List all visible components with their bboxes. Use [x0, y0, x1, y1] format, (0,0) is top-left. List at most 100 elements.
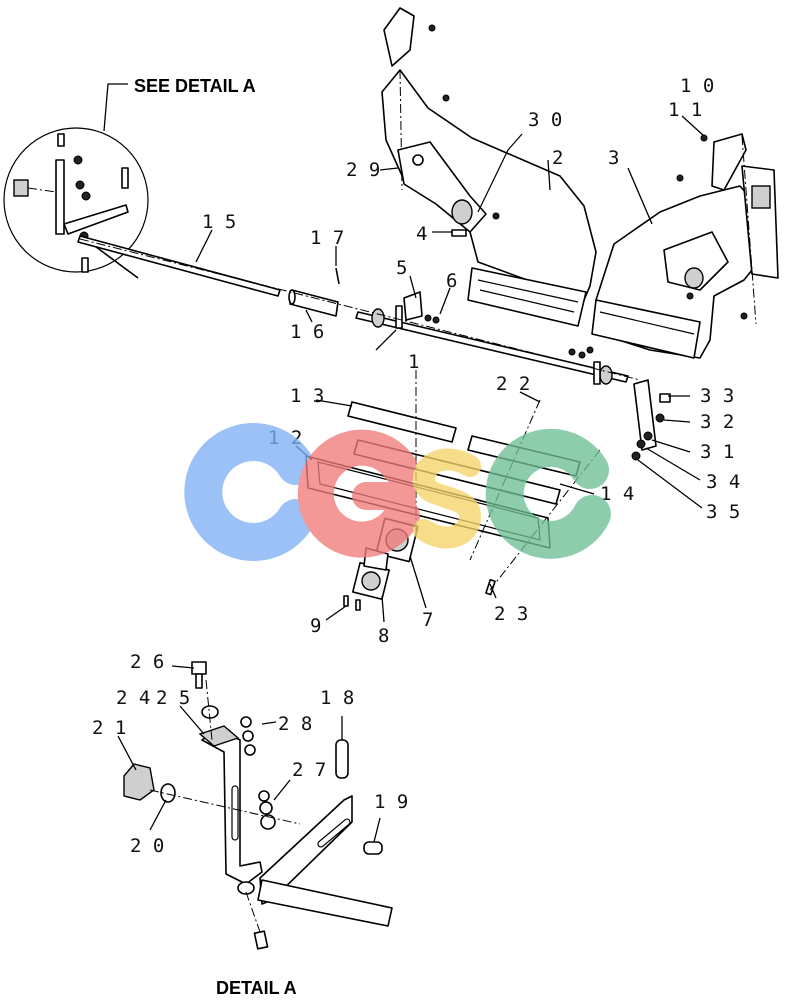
leader-32	[663, 419, 691, 423]
part-2-top-bracket	[383, 7, 415, 67]
part-1-bearing-right	[599, 365, 613, 385]
detail-centerline-3	[245, 891, 261, 933]
detail-centerline-1	[149, 789, 301, 825]
callout-30: 3 0	[528, 109, 562, 131]
leader-26	[171, 665, 195, 669]
callout-11: 1 1	[668, 99, 702, 121]
part-2-centerline	[399, 69, 403, 191]
leader-9	[325, 605, 347, 621]
hw-nut-r3	[686, 292, 694, 300]
part-31-plate	[633, 379, 657, 451]
leader-13	[315, 399, 353, 407]
hw-nut-top	[428, 24, 436, 32]
part-2-spout-edge-2	[479, 289, 575, 313]
leader-11	[681, 115, 705, 137]
part-27-washer-b	[259, 801, 273, 815]
leader-22	[519, 391, 541, 403]
part-9-screw-b	[355, 599, 361, 611]
callout-16: 1 6	[290, 321, 324, 343]
callout-18: 1 8	[320, 687, 354, 709]
callout-17: 1 7	[310, 227, 344, 249]
part-3-centerline	[741, 135, 757, 325]
hw-nut-mid	[442, 94, 450, 102]
leader-16	[305, 309, 313, 323]
part-1-flange-left	[395, 305, 403, 329]
detail-heading: DETAIL A	[216, 978, 297, 998]
callout-6: 6	[446, 270, 457, 292]
part-3-drive	[663, 231, 729, 291]
part-29-gear	[451, 199, 473, 225]
part-6-nut-b	[432, 316, 440, 324]
callout-24: 2 4	[116, 687, 150, 709]
part-2-housing	[381, 7, 597, 327]
leader-28	[261, 721, 277, 725]
part-3-housing	[591, 133, 779, 359]
leader-31	[651, 439, 691, 453]
shaft-nut-1	[568, 348, 576, 356]
leader-14	[559, 483, 595, 495]
callout-35: 3 5	[706, 501, 740, 523]
part-24-slot	[231, 785, 239, 841]
callout-19: 1 9	[374, 791, 408, 813]
hw-nut-r2	[740, 312, 748, 320]
callout-7: 7	[422, 609, 433, 631]
callout-4: 4	[416, 223, 427, 245]
part-28-washer-b	[242, 730, 254, 742]
part-25-cap	[198, 725, 240, 747]
detail-bolt-bottom	[253, 930, 269, 950]
part-35-nut	[631, 451, 641, 461]
part-8-bore	[361, 571, 381, 591]
part-3-spout	[591, 299, 701, 359]
part-1-flange-right	[593, 361, 601, 385]
leader-21	[117, 735, 137, 771]
callout-27: 2 7	[292, 759, 326, 781]
callout-34: 3 4	[706, 471, 740, 493]
part-33-bolt	[659, 393, 671, 403]
part-26-shank	[195, 673, 203, 689]
detail-washer-bottom	[237, 881, 255, 895]
mini-bolt	[57, 133, 65, 147]
part-21-knob	[123, 763, 155, 801]
leader-3	[627, 167, 653, 225]
detail-a-view: DETAIL A	[123, 661, 393, 998]
leader-8	[381, 595, 385, 623]
leader-25	[179, 705, 205, 735]
callout-26: 2 6	[130, 651, 164, 673]
part-3-window	[751, 185, 771, 209]
detail-arm-slot	[317, 818, 351, 848]
part-28-washer-a	[240, 716, 252, 728]
leader-15	[195, 229, 213, 263]
callout-31: 3 1	[700, 441, 734, 463]
part-2-spout	[467, 267, 587, 327]
part-23-screw	[485, 578, 496, 596]
watermark-letter-g	[297, 429, 420, 558]
hw-nut-r1	[676, 174, 684, 182]
part-34-nut	[636, 439, 646, 449]
part-4-bolt	[451, 229, 467, 237]
part-1-bearing-left	[371, 308, 385, 328]
part-19-clip	[363, 841, 383, 855]
part-32-nut	[655, 413, 665, 423]
callout-15: 1 5	[202, 211, 236, 233]
part-17-pin	[335, 267, 340, 285]
mini-centerline	[27, 187, 57, 193]
detail-centerline-2	[205, 679, 213, 741]
leader-6	[439, 287, 451, 315]
part-15-rod	[77, 235, 281, 297]
detail-arm-plate	[259, 795, 353, 905]
part-31-washer	[643, 431, 653, 441]
callout-28: 2 8	[278, 713, 312, 735]
watermark	[184, 423, 611, 561]
callout-25: 2 5	[156, 687, 190, 709]
callout-33: 3 3	[700, 385, 734, 407]
callout-labels: 1 2 3 4 5 6 7 8 9 1 0 1 1 1 2 1 3 1 4 1 …	[92, 75, 740, 857]
callout-8: 8	[378, 625, 389, 647]
part-10-bracket	[711, 133, 747, 191]
detail-a-inset: SEE DETAIL A	[3, 76, 256, 279]
callout-10: 1 0	[680, 75, 714, 97]
leader-19	[373, 817, 381, 843]
callout-20: 2 0	[130, 835, 164, 857]
part-27-washer-a	[258, 790, 270, 802]
watermark-letter-c-1	[184, 423, 315, 561]
